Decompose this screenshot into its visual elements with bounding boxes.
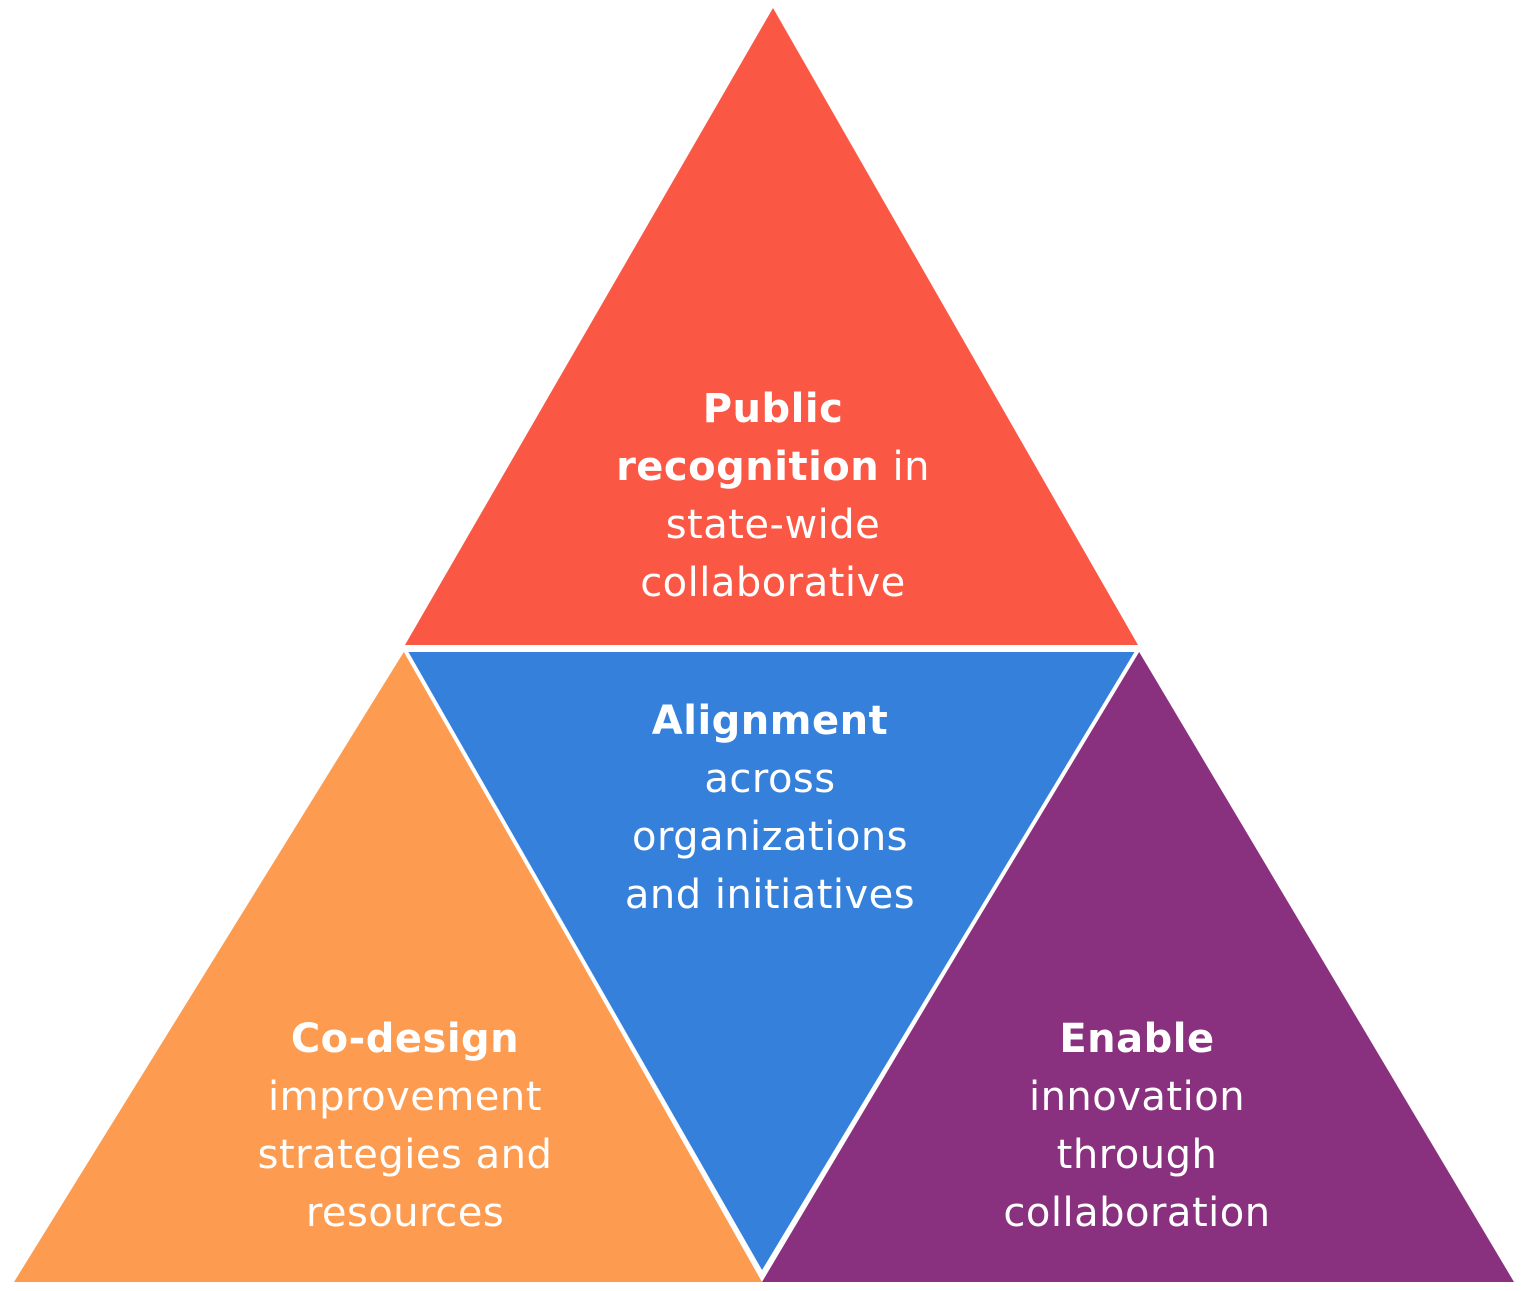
left-line-1: Co-design [290, 1016, 520, 1062]
left-triangle [14, 650, 762, 1282]
top-triangle-text: Public recognition in state-wide collabo… [573, 380, 973, 612]
left-line-2: improvement [268, 1074, 542, 1120]
right-triangle-text: Enable innovation through collaboration [937, 1010, 1337, 1242]
top-line-4: collaborative [640, 560, 906, 606]
top-line-1: Public [702, 386, 844, 432]
right-line-1: Enable [1059, 1016, 1215, 1062]
top-line-3: state-wide [665, 502, 881, 548]
top-triangle [405, 8, 1138, 645]
left-line-3: strategies and [257, 1132, 553, 1178]
top-line-2: recognition in [573, 438, 973, 496]
left-line-4: resources [305, 1190, 505, 1236]
top-line-2-bold: recognition [616, 444, 880, 490]
center-triangle-text: Alignment across organizations and initi… [570, 692, 970, 924]
center-triangle [401, 648, 1142, 1278]
center-line-3: organizations [631, 814, 909, 860]
center-line-4: and initiatives [624, 872, 916, 918]
right-line-2: innovation [1028, 1074, 1246, 1120]
left-triangle-text: Co-design improvement strategies and res… [205, 1010, 605, 1242]
center-line-1: Alignment [651, 698, 889, 744]
right-line-4: collaboration [1003, 1190, 1271, 1236]
right-triangle [762, 650, 1514, 1282]
top-line-2-rest: in [879, 444, 930, 490]
right-line-3: through [1056, 1132, 1218, 1178]
center-line-2: across [704, 756, 836, 802]
